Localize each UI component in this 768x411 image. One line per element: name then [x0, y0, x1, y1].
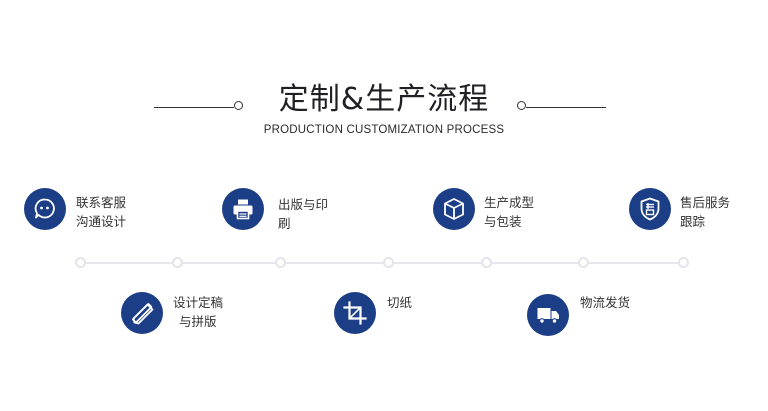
title-decor-ring-right: [517, 101, 526, 110]
step-1-label-line2: 沟通设计: [76, 214, 127, 229]
step-4-label-line1: 切纸: [387, 295, 413, 310]
page-subtitle: PRODUCTION CUSTOMIZATION PROCESS: [263, 124, 505, 136]
crop-icon: [334, 292, 376, 334]
printer-icon: [222, 188, 264, 230]
step-7-label: 售后服务 跟踪: [680, 193, 730, 231]
step-7-label-line1: 售后服务: [680, 195, 731, 210]
title-decor-line-left: [154, 107, 234, 108]
step-2-label-line2: 与拼版: [179, 314, 217, 329]
step-3-label: 出版与印 刷: [278, 195, 328, 233]
title-decor-ring-left: [234, 101, 243, 110]
step-2-label: 设计定稿 与拼版: [173, 293, 223, 331]
step-4-label: 切纸: [387, 293, 412, 312]
step-3-label-line2: 刷: [278, 216, 291, 231]
box-icon: [433, 188, 475, 230]
timeline-node-1: [75, 257, 86, 268]
step-7-label-line2: 跟踪: [680, 214, 706, 229]
step-6-label: 物流发货: [580, 293, 630, 312]
after-sales-shield-icon: [629, 188, 671, 230]
step-2-label-line1: 设计定稿: [173, 295, 224, 310]
truck-icon: [527, 294, 569, 336]
step-1-label-line1: 联系客服: [76, 195, 127, 210]
step-1-label: 联系客服 沟通设计: [76, 193, 126, 231]
timeline-node-7: [678, 257, 689, 268]
chat-bubble-icon: [24, 188, 66, 230]
step-5-label: 生产成型 与包装: [484, 193, 534, 231]
timeline-node-4: [383, 257, 394, 268]
step-6-label-line1: 物流发货: [580, 295, 631, 310]
pencil-ruler-icon: [121, 292, 163, 334]
step-3-label-line1: 出版与印: [278, 197, 329, 212]
page-title: 定制&生产流程: [278, 82, 490, 117]
title-decor-line-right: [526, 107, 606, 108]
timeline-node-6: [578, 257, 589, 268]
timeline-node-5: [481, 257, 492, 268]
step-5-label-line1: 生产成型: [484, 195, 535, 210]
timeline-node-2: [172, 257, 183, 268]
step-5-label-line2: 与包装: [484, 214, 522, 229]
timeline-node-3: [275, 257, 286, 268]
